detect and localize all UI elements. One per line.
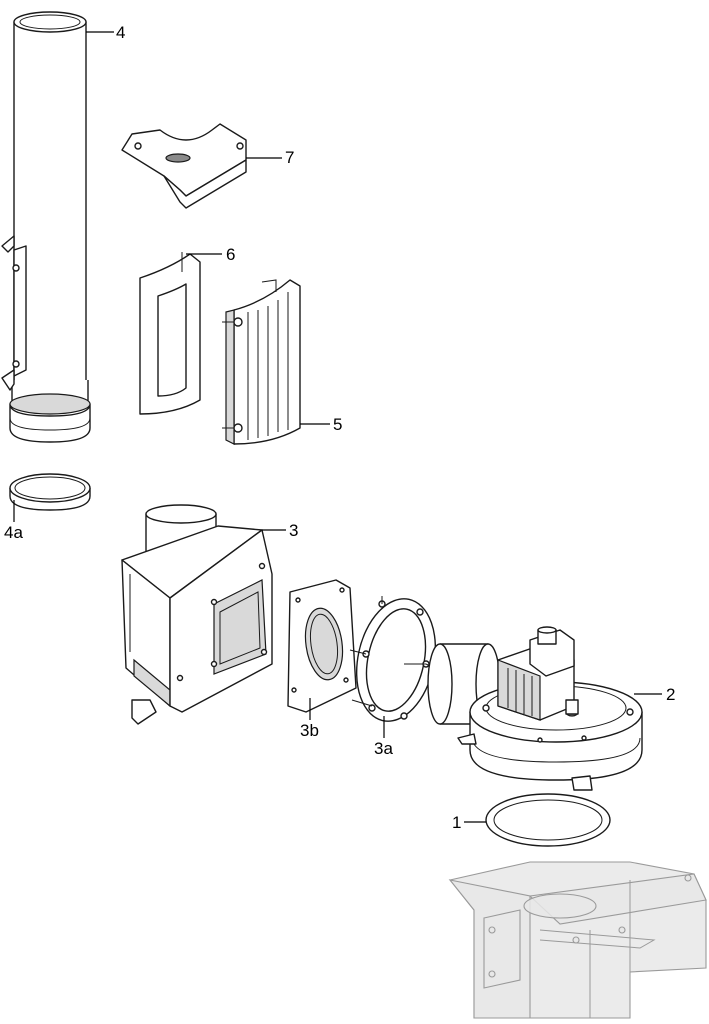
part-4a-seal-ring: [9, 473, 91, 511]
part-3b-gasket: [287, 579, 357, 713]
callout-6-label: 6: [226, 245, 235, 264]
ghost-reference-housing: [448, 861, 707, 1019]
callout-3b-label: 3b: [300, 721, 319, 740]
part-6-clamp-half-shell: [139, 252, 201, 415]
callout-2: 2: [634, 685, 675, 704]
callout-4: 4: [86, 23, 125, 42]
part-3a-flange-ring: [349, 596, 437, 722]
callout-3b: 3b: [300, 698, 319, 740]
callout-6: 6: [186, 245, 235, 264]
callout-1-label: 1: [452, 813, 461, 832]
callout-3a: 3a: [374, 716, 393, 758]
callout-1: 1: [452, 813, 486, 832]
callout-7-label: 7: [285, 148, 294, 167]
callout-4a-label: 4a: [4, 523, 23, 542]
part-4-flue-pipe: [1, 11, 91, 443]
part-5-ribbed-half-shell: [222, 279, 301, 445]
callout-2-label: 2: [666, 685, 675, 704]
callout-5: 5: [300, 415, 342, 434]
callout-5-label: 5: [333, 415, 342, 434]
callout-3: 3: [262, 521, 298, 540]
callout-3-label: 3: [289, 521, 298, 540]
part-3-flue-adapter-housing: [121, 504, 273, 725]
part-2-blower-fan: [427, 626, 643, 791]
callout-3a-label: 3a: [374, 739, 393, 758]
callout-4a: 4a: [4, 500, 23, 542]
part-7-mounting-bracket: [121, 123, 247, 209]
callout-7: 7: [246, 148, 294, 167]
part-1-o-ring: [485, 793, 611, 847]
callout-4-label: 4: [116, 23, 125, 42]
